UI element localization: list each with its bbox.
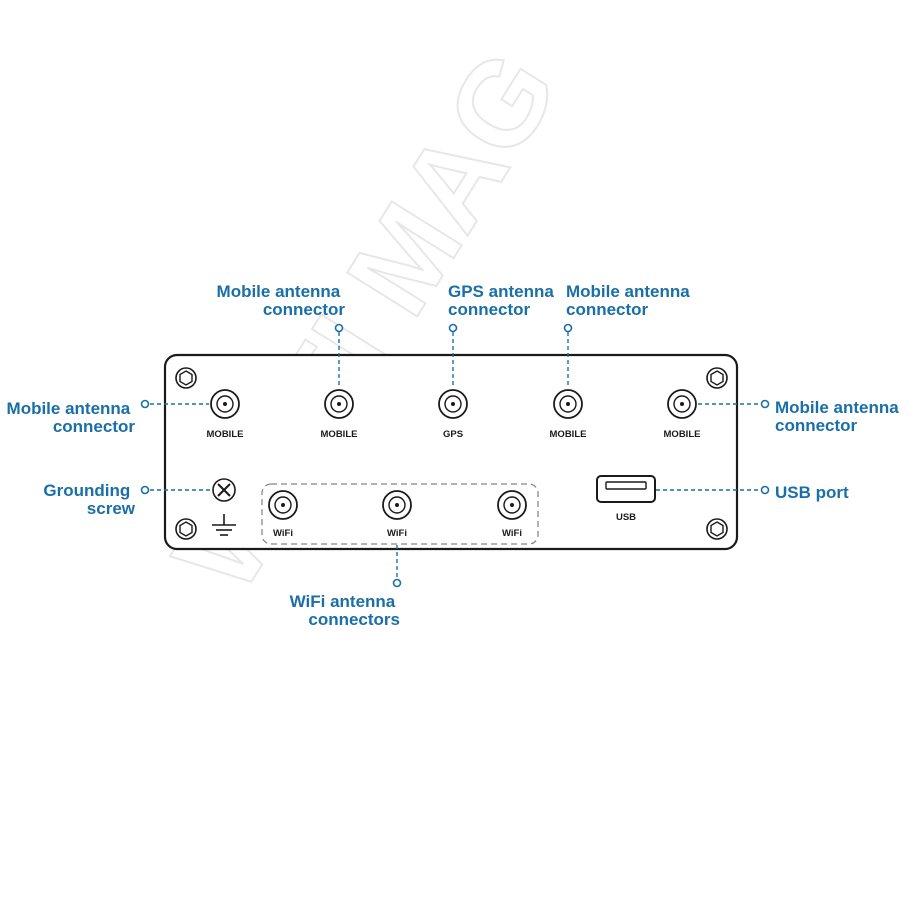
gps-connector-label: GPS [443,429,463,440]
callout-dot-mobile-top-right [563,323,573,333]
wifi-connector-1-label: WiFi [273,528,293,539]
mobile-connector-1: MOBILE [207,389,244,440]
usb-port-label: USB [616,512,636,523]
wifi-connector-3: WiFi [497,490,527,539]
wifi-connector-3-label: WiFi [502,528,522,539]
callout-grounding: Grounding screw [43,481,135,518]
callout-dot-mobile-right [760,399,770,409]
callout-dot-grounding [140,485,150,495]
mobile-connector-4-label: MOBILE [664,429,701,440]
mobile-connector-3-label: MOBILE [550,429,587,440]
callout-dot-mobile-top-left [334,323,344,333]
grounding-screw [212,478,236,502]
corner-screw-bottom-left [175,518,197,540]
callout-dot-gps [448,323,458,333]
callout-dot-mobile-left [140,399,150,409]
usb-port: USB [596,475,656,523]
corner-screw-top-right [706,367,728,389]
mobile-connector-3: MOBILE [550,389,587,440]
callout-gps: GPS antenna connector [448,282,559,319]
callout-mobile-top-left: Mobile antenna connector [217,282,346,319]
callout-dot-wifi [392,578,402,588]
mobile-connector-2-label: MOBILE [321,429,358,440]
mobile-connector-1-label: MOBILE [207,429,244,440]
callout-dot-usb [760,485,770,495]
callout-mobile-left: Mobile antenna connector [7,399,136,436]
wifi-connector-2-label: WiFi [387,528,407,539]
callout-mobile-right: Mobile antenna connector [775,398,903,435]
mobile-connector-4: MOBILE [664,389,701,440]
callout-mobile-top-right: Mobile antenna connector [566,282,694,319]
callout-wifi: WiFi antenna connectors [290,592,400,629]
wifi-connector-2: WiFi [382,490,412,539]
gps-connector: GPS [438,389,468,440]
corner-screw-bottom-right [706,518,728,540]
corner-screw-top-left [175,367,197,389]
wifi-connector-1: WiFi [268,490,298,539]
wifi-connector-group [261,483,539,545]
device-body [163,353,739,551]
mobile-connector-2: MOBILE [321,389,358,440]
ground-symbol-icon [212,514,236,536]
callout-usb: USB port [775,483,849,502]
